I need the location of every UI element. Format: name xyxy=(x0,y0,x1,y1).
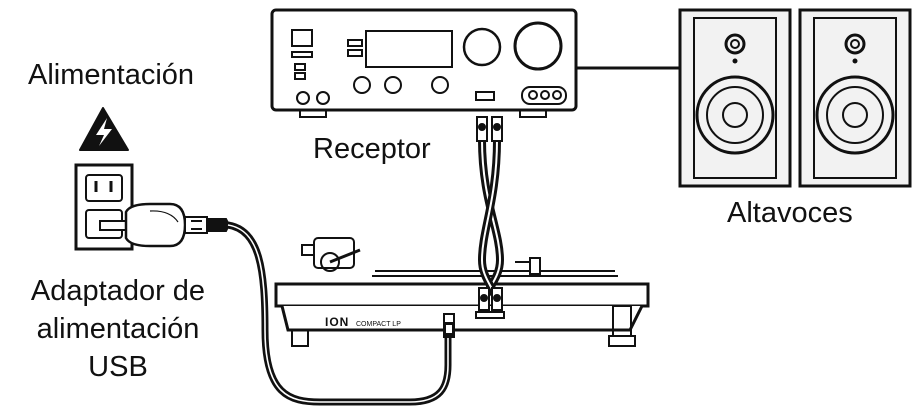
receiver-unit xyxy=(270,8,578,118)
model-label: COMPACT LP xyxy=(356,321,401,328)
wall-outlet xyxy=(74,163,134,251)
label-adapter-line3: USB xyxy=(88,351,148,383)
usb-power-adapter xyxy=(99,202,231,248)
turntable xyxy=(274,237,650,347)
turntable-brand: ION COMPACT LP xyxy=(325,315,401,329)
label-receiver: Receptor xyxy=(313,133,431,165)
electric-warning-icon xyxy=(79,107,129,151)
label-usb-adapter: Adaptador de alimentación USB xyxy=(8,272,228,386)
speaker-left xyxy=(678,8,792,188)
label-speakers: Altavoces xyxy=(727,197,853,229)
brand-label: ION xyxy=(325,315,349,329)
label-adapter-line1: Adaptador de xyxy=(30,275,206,307)
rca-cables xyxy=(475,116,505,319)
label-power: Alimentación xyxy=(28,59,195,91)
speaker-right xyxy=(798,8,912,188)
usb-plug xyxy=(443,322,455,338)
label-adapter-line2: alimentación xyxy=(36,313,200,345)
